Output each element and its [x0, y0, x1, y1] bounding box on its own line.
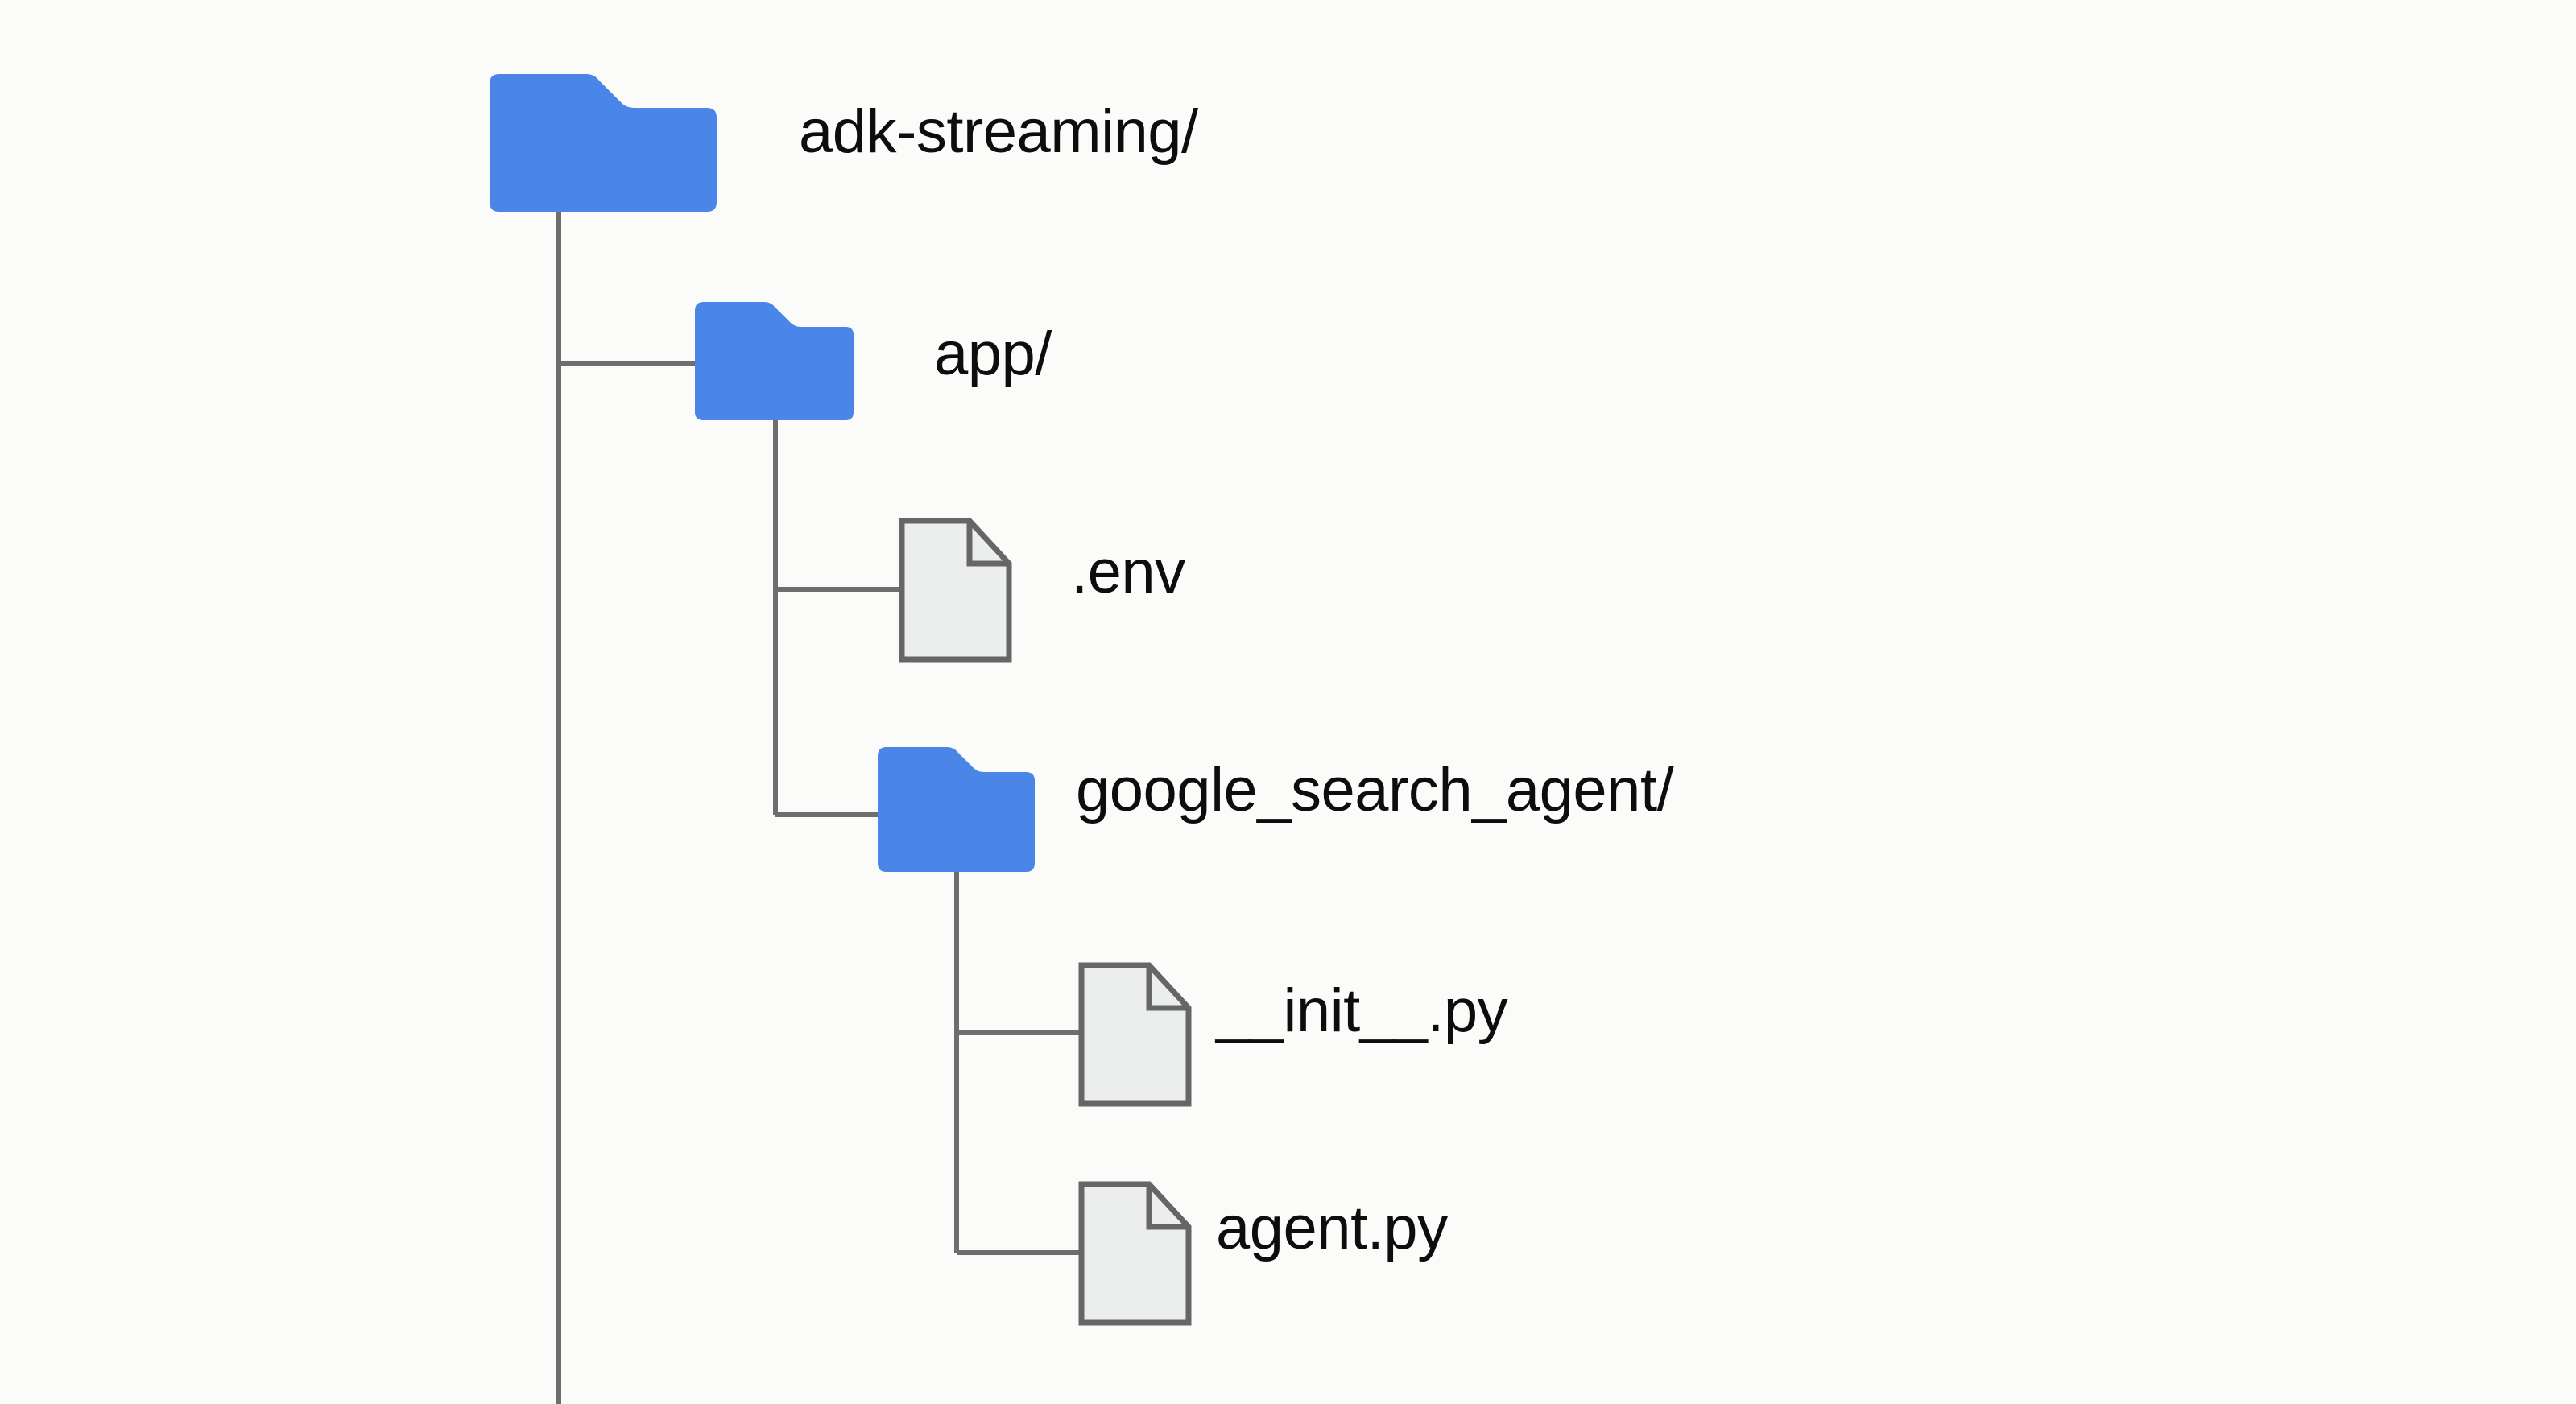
node-label-env: .env [1071, 538, 1185, 606]
node-label-google-search-agent: google_search_agent/ [1076, 756, 1674, 824]
connector-lines [556, 212, 1079, 1404]
folder-icon [695, 302, 854, 420]
node-label-agent-py: agent.py [1216, 1194, 1448, 1262]
node-label-root: adk-streaming/ [799, 97, 1198, 166]
file-icon [1078, 962, 1192, 1107]
node-label-app: app/ [934, 320, 1052, 388]
folder-icon [490, 74, 717, 212]
file-icon [899, 518, 1012, 663]
folder-icon [878, 747, 1035, 872]
file-icon [1078, 1181, 1192, 1326]
node-label-init-py: __init__.py [1216, 977, 1508, 1045]
